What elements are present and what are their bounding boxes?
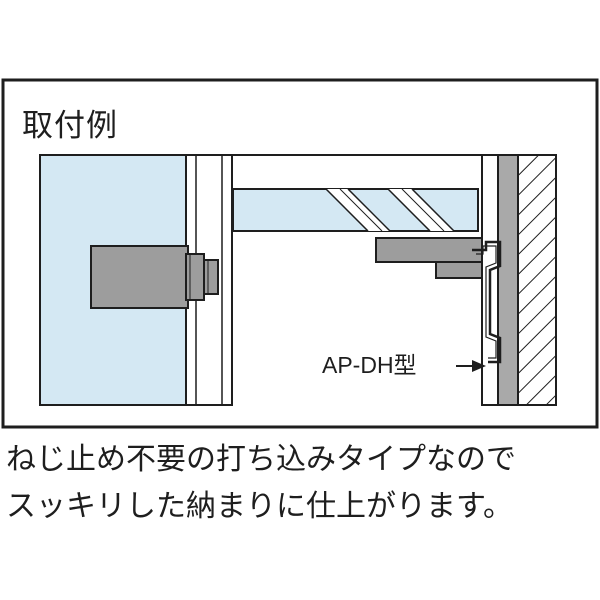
- installation-diagram: [1, 78, 599, 429]
- caption: ねじ止め不要の打ち込みタイプなので スッキリした納まりに仕上がります。: [6, 436, 598, 530]
- glass-holder: [90, 245, 219, 309]
- callout-label: AP-DH型: [322, 352, 417, 378]
- support-bracket: [375, 237, 489, 279]
- caption-line-2: スッキリした納まりに仕上がります。: [6, 489, 513, 524]
- wall-section: [481, 154, 557, 406]
- glass-beam: [232, 188, 479, 232]
- caption-line-1: ねじ止め不要の打ち込みタイプなので: [6, 442, 516, 477]
- callout-arrow: [456, 360, 486, 372]
- diagram-title: 取付例: [22, 108, 118, 144]
